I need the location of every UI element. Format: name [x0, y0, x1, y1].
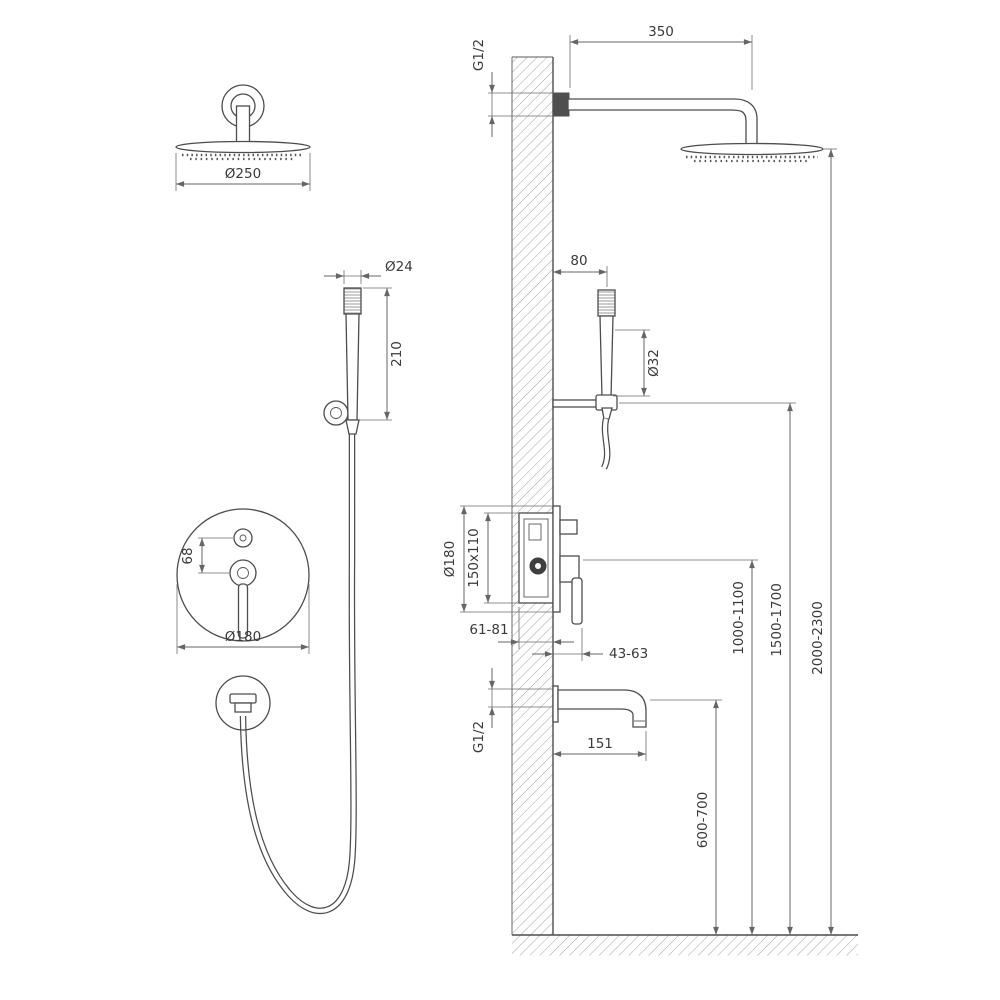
hose-cone-fitting	[601, 407, 613, 420]
floor-hatch	[512, 935, 858, 956]
dimension-bracket-diameter: Ø32	[613, 329, 662, 397]
hand-shower-sprayer	[343, 287, 362, 315]
front-view-overhead-shower	[175, 84, 311, 161]
mixer-handle-hub	[229, 559, 257, 587]
hand-shower-handle	[599, 315, 614, 399]
hose-core	[241, 428, 356, 913]
dimension-recess-depth: 61-81	[469, 607, 574, 649]
mixer-lever-side	[571, 577, 583, 625]
outlet-escutcheon	[215, 675, 271, 731]
handle-depth-label: 43-63	[609, 646, 648, 662]
install-hand-shower: 80 Ø32	[552, 253, 662, 470]
spout-thread-label: G1/2	[471, 721, 487, 753]
bracket-stem	[552, 399, 599, 408]
bracket-diameter-label: Ø32	[646, 349, 662, 377]
outlet-connector	[234, 702, 252, 713]
hose-core	[602, 418, 610, 469]
front-view-mixer: 68 Ø180	[176, 508, 310, 654]
wall-hatch	[512, 57, 553, 935]
dimension-arm-thread: G1/2	[471, 39, 553, 137]
dimension-mixer-box-size: 150x110	[466, 512, 519, 604]
shower-hose	[239, 419, 360, 914]
hand-diameter-label: Ø24	[385, 259, 413, 275]
hand-offset-label: 80	[570, 253, 587, 269]
mixer-handle-hub-side	[559, 555, 580, 583]
hand-shower-sprayer	[597, 289, 616, 317]
hand-shower-height-label: 1500-1700	[769, 583, 785, 657]
dimension-head-diameter: Ø250	[175, 153, 311, 191]
install-shower-arm: 350 G1/2	[471, 24, 824, 163]
hand-shower-holder	[323, 400, 349, 426]
dimension-handle-spacing: 68	[180, 537, 233, 574]
spout-reach-label: 151	[587, 736, 613, 752]
install-spout: G1/2 151	[471, 668, 647, 761]
spout-wall-flange	[552, 685, 559, 723]
hand-shower-handle	[345, 313, 360, 421]
dimension-spout-height: 600-700	[650, 699, 722, 935]
dimension-spout-thread: G1/2	[471, 668, 553, 753]
shower-head-disc	[175, 140, 311, 154]
front-view-wall-outlet	[215, 675, 271, 731]
mixer-handle-hub-center	[237, 567, 249, 579]
dimension-spout-reach: 151	[553, 731, 647, 761]
outlet-nut	[229, 693, 257, 704]
arm-wall-flange	[552, 92, 570, 117]
plate-diameter-label: Ø180	[225, 629, 261, 645]
diverter-knob	[233, 528, 253, 548]
arm-length-label: 350	[648, 24, 674, 40]
mixer-plate-diameter-label: Ø180	[442, 541, 458, 577]
dimension-plate-diameter: Ø180	[176, 584, 310, 654]
mixer-box-inner	[523, 518, 549, 598]
shower-arm-tube	[567, 98, 758, 147]
front-view-hand-shower: Ø24 210	[323, 259, 413, 426]
dimension-handle-depth: 43-63	[532, 628, 648, 662]
shower-arm-pipe	[235, 105, 251, 145]
handle-spacing-label: 68	[180, 547, 196, 564]
spout-height-label: 600-700	[695, 792, 711, 848]
height-dimensions: 600-700 1000-1100 1500-1700 2000-2300	[583, 148, 837, 935]
mixer-box-detail	[528, 523, 542, 541]
spout-body	[557, 689, 647, 728]
head-height-label: 2000-2300	[810, 601, 826, 675]
recess-depth-label: 61-81	[469, 622, 508, 638]
hand-length-label: 210	[389, 341, 405, 367]
install-mixer: Ø180 150x110 61-81 43-63	[442, 505, 648, 662]
dimension-mixer-height: 1000-1100	[583, 559, 758, 935]
floor-section	[512, 934, 858, 956]
dimension-hand-offset: 80	[553, 253, 608, 287]
dimension-mixer-plate-diameter: Ø180	[442, 505, 552, 613]
holder-pin	[330, 407, 342, 419]
dimension-hand-diameter: Ø24	[324, 259, 413, 284]
dimension-head-height: 2000-2300	[810, 148, 837, 935]
arm-thread-label: G1/2	[471, 39, 487, 71]
mixer-trim-plate-edge	[552, 505, 561, 613]
dimension-hand-length: 210	[359, 287, 405, 421]
dimension-arm-length: 350	[569, 24, 753, 90]
dimension-hand-shower-height: 1500-1700	[619, 402, 796, 935]
diverter-knob-center	[239, 534, 247, 542]
head-diameter-label: Ø250	[225, 166, 261, 182]
mixer-lever	[237, 583, 249, 639]
mixer-height-label: 1000-1100	[731, 581, 747, 655]
mixer-box-size-label: 150x110	[466, 528, 482, 588]
mixer-cartridge-center	[535, 563, 541, 569]
diverter-knob-side	[559, 519, 578, 535]
wall-section	[511, 56, 554, 935]
shower-head-disc	[680, 142, 824, 156]
hose-cone-fitting	[345, 419, 360, 435]
